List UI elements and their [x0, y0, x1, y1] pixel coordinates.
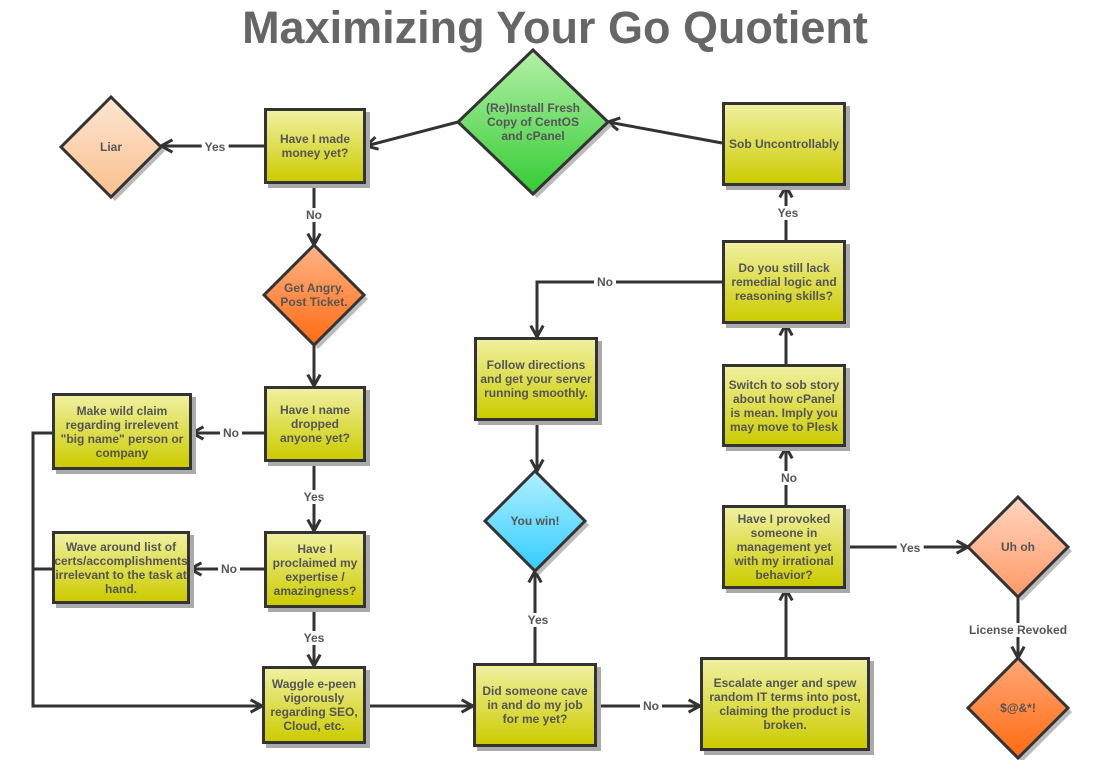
edge-label: No [594, 275, 616, 289]
decision-diamond-liar [58, 94, 164, 200]
process-box-follow: Follow directions and get your server ru… [474, 337, 598, 421]
diamond-label-win: You win! [510, 514, 560, 528]
arrowhead-icon [186, 561, 203, 577]
process-box-switch: Switch to sob story about how cPanel is … [722, 364, 846, 447]
edge-label: Yes [774, 206, 802, 220]
process-box-namedrop: Have I name dropped anyone yet? [264, 386, 366, 462]
connector-sob-to-reinstall [607, 120, 723, 145]
edge-label: License Revoked [965, 623, 1071, 637]
edge-label: No [218, 562, 240, 576]
connector-lack-to-follow [535, 280, 722, 337]
edge-label: Yes [201, 140, 229, 154]
process-box-waggle: Waggle e-peen vigorously regarding SEO, … [262, 666, 366, 744]
edge-label: No [220, 426, 242, 440]
arrowhead-icon [188, 425, 205, 441]
edge-label: Yes [524, 613, 552, 627]
diagram-title: Maximizing Your Go Quotient [242, 2, 868, 53]
arrowhead-icon [778, 320, 794, 337]
edge-label: No [778, 471, 800, 485]
arrowhead-icon [778, 443, 794, 460]
process-box-sob: Sob Uncontrollably [722, 102, 846, 186]
process-box-proclaimed: Have I proclaimed my expertise / amazing… [264, 531, 366, 608]
process-box-wave: Wave around list of certs/accomplishment… [52, 531, 190, 604]
arrowhead-icon [778, 585, 794, 602]
edge-label: Yes [896, 541, 924, 555]
edge-label: Yes [300, 490, 328, 504]
arrowhead-icon [362, 135, 379, 151]
process-box-provoked: Have I provoked someone in management ye… [722, 505, 846, 589]
decision-diamond-win [482, 468, 588, 574]
diamond-label-angry: Get Angry. Post Ticket. [280, 281, 348, 309]
diamond-label-uhoh: Uh oh [1001, 540, 1035, 554]
edge-label: Yes [300, 631, 328, 645]
process-box-escalate: Escalate anger and spew random IT terms … [700, 657, 870, 751]
arrowhead-icon [778, 182, 794, 199]
process-box-lack: Do you still lack remedial logic and rea… [722, 240, 846, 324]
diamond-label-liar: Liar [99, 140, 122, 154]
process-box-cave: Did someone cave in and do my job for me… [473, 663, 597, 747]
decision-diamond-angry [261, 242, 367, 348]
process-box-money: Have I made money yet? [264, 108, 366, 184]
diamond-label-curse: $@&*! [1000, 701, 1036, 715]
decision-diamond-uhoh [965, 494, 1071, 600]
process-box-wild: Make wild claim regarding irrelevent "bi… [52, 393, 192, 470]
diamond-label-reinstall: (Re)Install Fresh Copy of CentOS and cPa… [485, 100, 581, 143]
decision-diamond-reinstall [455, 47, 611, 197]
connector-reinstall-to-money [365, 120, 459, 148]
edge-label: No [303, 208, 325, 222]
edge-label: No [640, 699, 662, 713]
decision-diamond-curse [965, 655, 1071, 760]
